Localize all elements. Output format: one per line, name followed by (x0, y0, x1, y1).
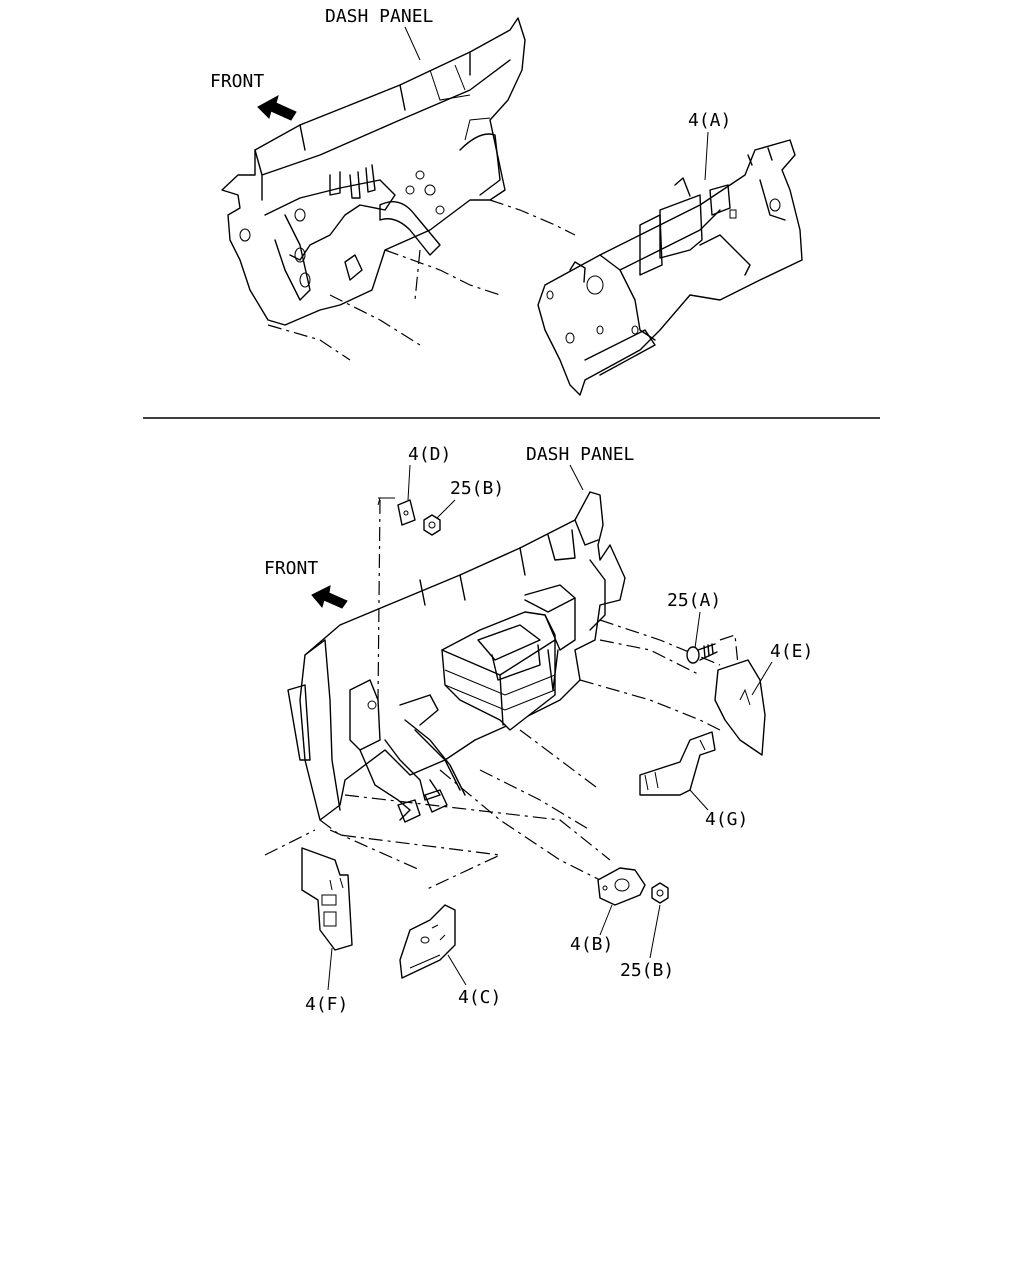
part-4E-drawing (714, 659, 766, 756)
callout-25B-bottom-leader (649, 904, 661, 959)
callout-25B-top-leader (436, 499, 456, 519)
insulator-4A-drawing (537, 139, 803, 396)
callout-4G-leader (689, 789, 709, 811)
nut-25B-top-drawing (423, 514, 441, 536)
callout-4C-leader (447, 954, 467, 986)
part-4B-drawing (597, 867, 646, 906)
callout-4D-leader (407, 464, 411, 501)
callout-4G: 4(G) (705, 809, 748, 830)
front-arrow-top (257, 94, 297, 121)
callout-4A: 4(A) (688, 110, 731, 131)
callout-4B: 4(B) (570, 934, 613, 955)
top-view: FRONT DASH PANEL 4(A) (210, 6, 803, 396)
dash-panel-leader-top (404, 26, 421, 61)
callout-25A: 25(A) (667, 590, 721, 611)
callout-4D: 4(D) (408, 444, 451, 465)
dash-panel-label-top: DASH PANEL (325, 6, 434, 27)
dash-panel-label-bottom: DASH PANEL (526, 444, 635, 465)
dash-panel-top-drawing (221, 17, 576, 361)
screw-25A-drawing (686, 643, 718, 664)
nut-25B-bottom-drawing (651, 882, 669, 904)
part-4F-drawing (301, 847, 353, 951)
callout-25B-bottom: 25(B) (620, 960, 674, 981)
bottom-view: FRONT DASH PANEL 4(D) 25(B) 25(A) 4(E) (264, 444, 813, 1015)
callout-4B-leader (599, 904, 613, 936)
callout-4E-leader (751, 661, 773, 696)
callout-4F-leader (327, 947, 333, 991)
front-label-top: FRONT (210, 71, 264, 92)
dash-panel-bottom-drawing (264, 491, 739, 891)
part-4D-drawing (377, 497, 416, 526)
callout-25B-top: 25(B) (450, 478, 504, 499)
front-label-bottom: FRONT (264, 558, 318, 579)
callout-4F: 4(F) (305, 994, 348, 1015)
callout-4A-leader (704, 131, 709, 181)
front-arrow-bottom (311, 585, 348, 609)
callout-4E: 4(E) (770, 641, 813, 662)
part-4C-drawing (399, 904, 456, 979)
callout-4C: 4(C) (458, 987, 501, 1008)
dash-panel-leader-bottom (569, 464, 584, 491)
callout-25A-leader (694, 611, 701, 649)
part-4G-drawing (639, 731, 716, 796)
